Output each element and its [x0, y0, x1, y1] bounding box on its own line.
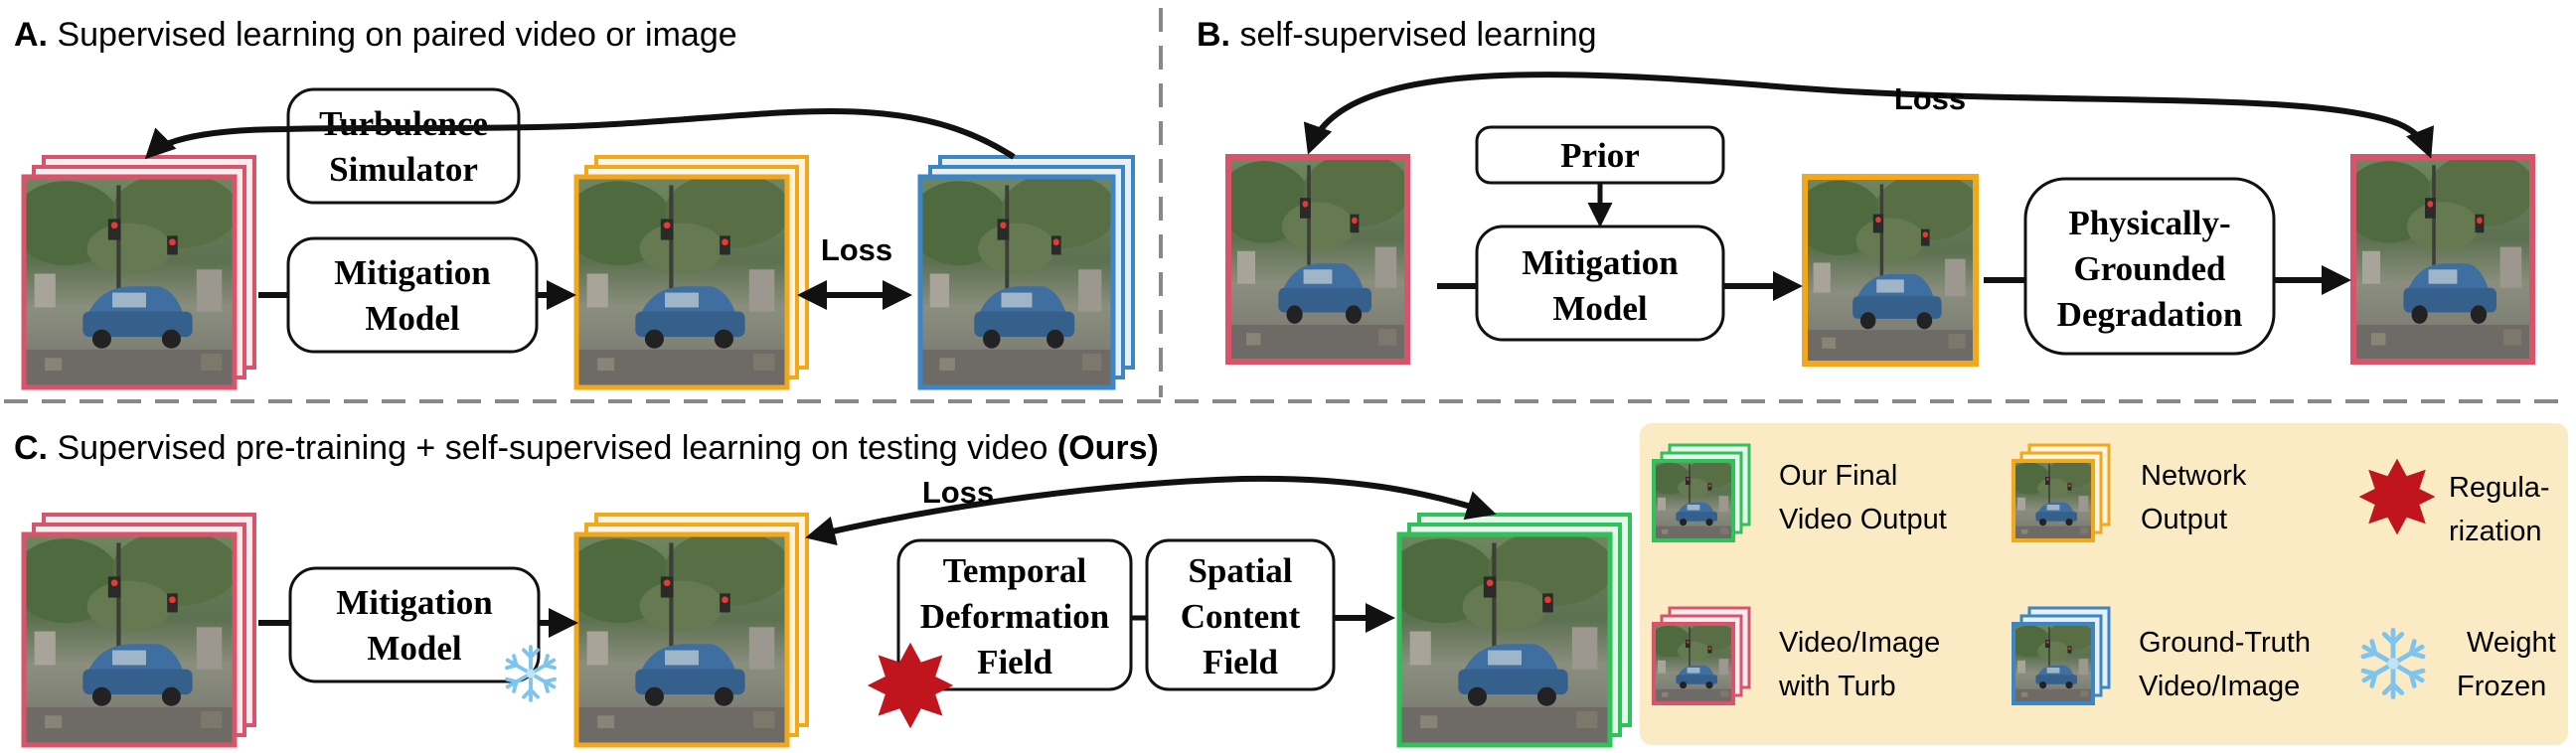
network-output-frame-b [1802, 174, 1979, 367]
turbulent-input-stack [21, 155, 256, 390]
prior-box: Prior [1475, 125, 1725, 185]
panel-b-title: B. self-supervised learning [1197, 16, 1597, 54]
mitigation-model-a-line1: Mitigation [334, 253, 490, 292]
final-output-stack [1396, 513, 1632, 748]
turbulence-simulator-line2: Simulator [329, 150, 478, 189]
panel-c-title-text: Supervised pre-training + self-supervise… [57, 429, 1047, 467]
loss-label-b: Loss [1894, 81, 1966, 116]
panel-c-title-ours: (Ours) [1057, 429, 1159, 467]
legend-item-weight-frozen: Weight Frozen [2360, 627, 2556, 702]
legend-final-line1: Our Final [1779, 460, 1897, 492]
panel-a-title: A. Supervised learning on paired video o… [14, 16, 737, 54]
spatial-line1: Spatial [1188, 551, 1292, 590]
temporal-deformation-field-box: Temporal Deformation Field [896, 538, 1133, 691]
loss-curve-arrow-b [1303, 72, 2435, 159]
loss-curve-arrow-c [805, 475, 1497, 546]
loss-label-c: Loss [922, 475, 994, 510]
panel-a-letter: A. [14, 16, 48, 54]
temporal-line3: Field [977, 643, 1052, 681]
legend-item-turbulent: Video/Image with Turb [1652, 606, 1940, 705]
simulator-feedback-arrow [144, 108, 1016, 160]
legend-network-line1: Network [2141, 460, 2247, 492]
panel-b-letter: B. [1197, 16, 1230, 54]
spatial-line2: Content [1181, 597, 1301, 636]
loss-label-a: Loss [821, 232, 892, 267]
legend-turb-line2: with Turb [1778, 671, 1896, 702]
network-output-stack-c [573, 513, 809, 748]
spatial-line3: Field [1203, 643, 1278, 681]
legend-gt-line1: Ground-Truth [2139, 627, 2311, 659]
panel-c: C. Supervised pre-training + self-superv… [14, 429, 1632, 748]
spatial-content-field-box: Spatial Content Field [1145, 538, 1336, 691]
legend-item-network-output: Network Output [2012, 443, 2247, 542]
prior-label: Prior [1560, 136, 1640, 175]
mitigation-model-box-c: Mitigation Model [288, 566, 541, 683]
regularization-star-icon [867, 642, 954, 729]
mitigation-model-box-b: Mitigation Model [1475, 225, 1725, 342]
mitigation-model-box-a: Mitigation Model [286, 236, 539, 354]
mitigation-model-b-line1: Mitigation [1522, 243, 1678, 282]
legend-network-line2: Output [2141, 504, 2227, 535]
legend-item-ground-truth: Ground-Truth Video/Image [2012, 606, 2311, 705]
temporal-line2: Deformation [920, 597, 1110, 636]
legend-turb-line1: Video/Image [1779, 627, 1940, 659]
legend-reg-line1: Regula- [2449, 472, 2550, 504]
degradation-line1: Physically- [2068, 204, 2230, 242]
legend-star-icon [2358, 458, 2436, 535]
degraded-output-frame [2350, 154, 2535, 365]
panel-dividers [4, 8, 2572, 403]
temporal-line1: Temporal [943, 551, 1087, 590]
mitigation-model-c-line2: Model [367, 629, 462, 668]
mitigation-model-a-line2: Model [365, 299, 460, 338]
legend-gt-line2: Video/Image [2139, 671, 2300, 702]
legend-item-regularization: Regula- rization [2358, 458, 2550, 547]
network-output-stack-a [573, 155, 809, 390]
turbulence-simulator-line1: Turbulence [319, 104, 488, 143]
panel-a-title-text: Supervised learning on paired video or i… [57, 16, 736, 54]
mitigation-model-c-line1: Mitigation [336, 583, 492, 622]
degradation-box: Physically- Grounded Degradation [2023, 177, 2276, 356]
legend: Our Final Video Output Network Output Re… [1640, 423, 2568, 745]
legend-final-line2: Video Output [1779, 504, 1947, 535]
turbulent-input-stack-c [21, 513, 256, 748]
panel-c-letter: C. [14, 429, 48, 467]
turbulent-input-frame-b [1225, 154, 1410, 365]
legend-reg-line2: rization [2449, 516, 2542, 547]
panel-b-title-text: self-supervised learning [1239, 16, 1596, 54]
panel-a: A. Supervised learning on paired video o… [14, 16, 1135, 390]
turbulence-simulator-box: Turbulence Simulator [286, 87, 521, 205]
legend-frozen-line1: Weight [2467, 627, 2556, 659]
mitigation-model-b-line2: Model [1552, 289, 1648, 328]
legend-frozen-line2: Frozen [2457, 671, 2546, 702]
degradation-line3: Degradation [2057, 295, 2243, 334]
legend-item-final-output: Our Final Video Output [1652, 443, 1947, 542]
panel-b: B. self-supervised learning Prior Mitiga… [1197, 16, 2535, 367]
ground-truth-stack [917, 155, 1135, 390]
degradation-line2: Grounded [2073, 249, 2226, 288]
legend-background [1640, 423, 2568, 745]
panel-c-title: C. Supervised pre-training + self-superv… [14, 429, 1159, 467]
